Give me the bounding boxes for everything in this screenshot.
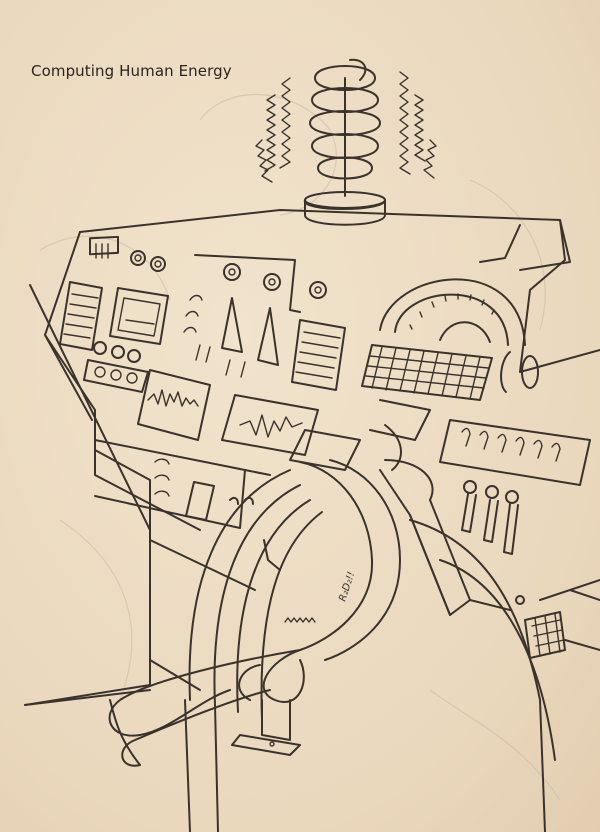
middle-panel: [183, 254, 346, 456]
printout-text: R₂D₂!!: [337, 570, 357, 603]
keypad-grid: [365, 346, 489, 400]
printout-slot: [289, 399, 471, 616]
energy-zigzags: [255, 71, 437, 183]
energy-coil: [304, 58, 386, 226]
right-panel: [361, 278, 591, 555]
page-caption: Computing Human Energy: [31, 62, 232, 80]
lower-right-grid: [515, 589, 600, 659]
base-post: [231, 699, 301, 756]
printout-ribbon: R₂D₂!!: [108, 424, 402, 767]
bleed-through-lines: [39, 93, 561, 801]
front-panel: [94, 439, 271, 529]
pipe-arcs: [184, 469, 600, 832]
left-panel: [59, 235, 211, 441]
